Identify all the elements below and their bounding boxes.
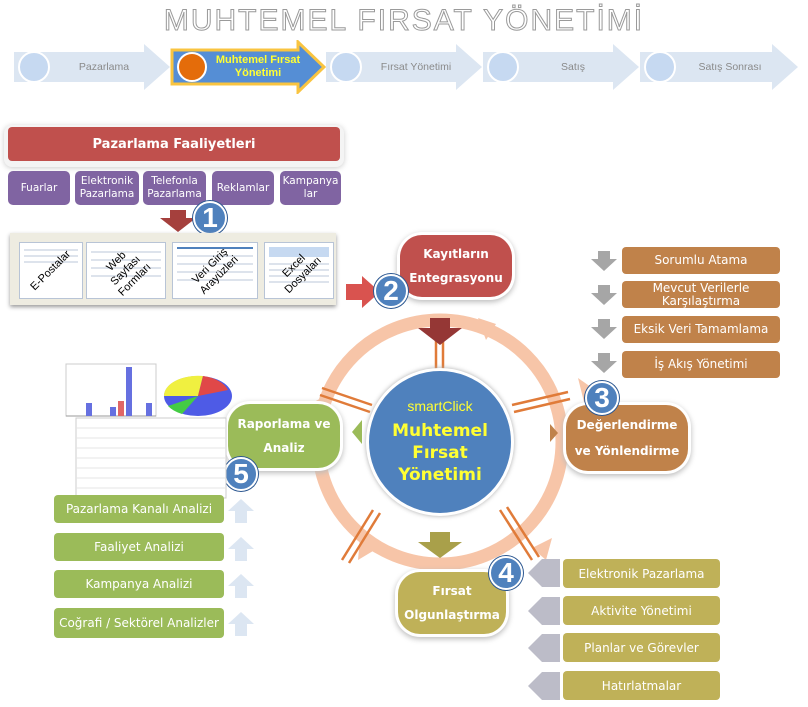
source-thumbnail-excel: Excel Dosyaları [264,242,334,299]
report-thumbnails [65,363,232,499]
node-label: Fırsat [432,584,472,598]
activity-label: Kampanya [282,175,339,187]
center-muhtemel-firsat-yonetimi: smartClick Muhtemel Fırsat Yönetimi [366,368,514,516]
down-arrow-icon [418,532,462,558]
right-arrow-icon [346,276,380,308]
activity-label: Fuarlar [20,181,58,194]
step-number-2: 2 [374,274,408,308]
down-arrow-icon [160,210,196,232]
source-thumbnail-eposta: E-Postalar [19,242,83,299]
process-step-satis-sonrasi[interactable]: Satış Sonrası [640,44,798,90]
task-cografi-sektorel-analizler[interactable]: Coğrafi / Sektörel Analizler [54,608,224,638]
activity-label: Pazarlama [147,188,202,200]
process-step-satis[interactable]: Satış [483,44,639,90]
task-elektronik-pazarlama[interactable]: Elektronik Pazarlama [563,559,720,588]
left-arrow-icon [528,672,560,700]
chevron-arrow-icon [640,44,798,90]
down-arrow-icon [591,319,617,339]
up-arrow-icon [228,612,254,636]
process-step-label: Fırsat Yönetimi [380,61,452,73]
chevron-arrow-icon [326,44,482,90]
step-number-4: 4 [489,556,523,590]
down-arrow-icon [591,285,617,305]
process-step-label: Satış [561,61,585,73]
task-sorumlu-atama[interactable]: Sorumlu Atama [622,247,780,274]
task-mevcut-verilerle-karsilastirma[interactable]: Mevcut Verilerle Karşılaştırma [622,281,780,308]
node-label: Raporlama ve [237,417,331,431]
down-arrow-icon [591,251,617,271]
node-label: Entegrasyonu [409,271,503,285]
up-arrow-icon [228,574,254,598]
left-arrow-icon [528,559,560,587]
process-step-label: Satış Sonrası [698,61,762,73]
step-number-1: 1 [193,201,227,235]
down-arrow-icon [591,353,617,373]
data-sources-panel: E-Postalar Web Sayfası Formları Veri Gir… [10,233,336,305]
right-arrow-icon [550,424,558,442]
activity-reklamlar[interactable]: Reklamlar [212,171,274,205]
source-thumbnail-data-entry: Veri Giriş Arayüzleri [172,242,258,299]
connector-lines [319,318,571,564]
task-faaliyet-analizi[interactable]: Faaliyet Analizi [54,533,224,561]
node-degerlendirme-yonlendirme[interactable]: Değerlendirme ve Yönlendirme [566,405,688,471]
process-step-label: Pazarlama [78,61,130,73]
center-title: Fırsat [412,443,468,463]
down-arrows-column [591,251,617,373]
up-arrow-icon [228,499,254,523]
ring-arrowhead [532,538,552,560]
node-kayitlarin-entegrasyonu[interactable]: Kayıtların Entegrasyonu [400,235,512,297]
pie-chart-thumbnail [163,375,232,416]
activity-fuarlar[interactable]: Fuarlar [8,171,70,205]
activity-label: Reklamlar [216,181,270,194]
chevron-arrow-icon [170,40,326,94]
process-step-label: Muhtemel Fırsat Yönetimi [215,54,301,79]
node-label: Analiz [263,441,305,455]
node-label: ve Yönlendirme [574,444,680,458]
up-arrow-icon [228,537,254,561]
task-pazarlama-kanali-analizi[interactable]: Pazarlama Kanalı Analizi [54,495,224,523]
task-kampanya-analizi[interactable]: Kampanya Analizi [54,570,224,598]
step-number-3: 3 [585,381,619,415]
chevron-arrow-icon [483,44,639,90]
bar-chart-thumbnail [65,363,157,417]
left-arrow-icon [352,420,362,444]
process-step-pazarlama[interactable]: Pazarlama [14,44,170,90]
task-planlar-ve-gorevler[interactable]: Planlar ve Görevler [563,633,720,662]
node-label: Değerlendirme [576,418,678,432]
task-aktivite-yonetimi[interactable]: Aktivite Yönetimi [563,596,720,625]
process-step-muhtemel-firsat[interactable]: Muhtemel Fırsat Yönetimi [170,40,326,94]
page-title: MUHTEMEL FIRSAT YÖNETİMİ [163,4,645,38]
source-thumbnail-web-forms: Web Sayfası Formları [86,242,166,299]
task-eksik-veri-tamamlama[interactable]: Eksik Veri Tamamlama [622,316,780,343]
node-label: Olgunlaştırma [404,608,500,622]
activity-label: Elektronik [80,175,134,187]
activity-label: Telefonla [151,175,198,187]
task-hatirlatmalar[interactable]: Hatırlatmalar [563,671,720,700]
chevron-arrow-icon [14,44,170,90]
activity-label: Pazarlama [79,188,135,200]
ring-arrowhead [358,538,378,560]
brand-label: smartClick [407,398,473,414]
center-title: Yönetimi [398,465,482,485]
down-arrow-icon [418,318,462,345]
node-firsat-olgunlastirma[interactable]: Fırsat Olgunlaştırma [398,572,506,634]
marketing-activities-header: Pazarlama Faaliyetleri [8,127,340,161]
left-arrow-icon [528,597,560,625]
node-label: Kayıtların [423,247,489,261]
up-arrows-column [228,499,254,636]
left-arrow-icon [528,634,560,662]
process-step-firsat-yonetimi[interactable]: Fırsat Yönetimi [326,44,482,90]
step-number-5: 5 [224,457,258,491]
task-is-akis-yonetimi[interactable]: İş Akış Yönetimi [622,351,780,378]
left-arrows-column [528,559,560,700]
table-thumbnail [75,417,227,499]
center-title: Muhtemel [392,421,488,441]
activity-label: lar [303,188,318,200]
ring-arrowhead [478,318,496,340]
